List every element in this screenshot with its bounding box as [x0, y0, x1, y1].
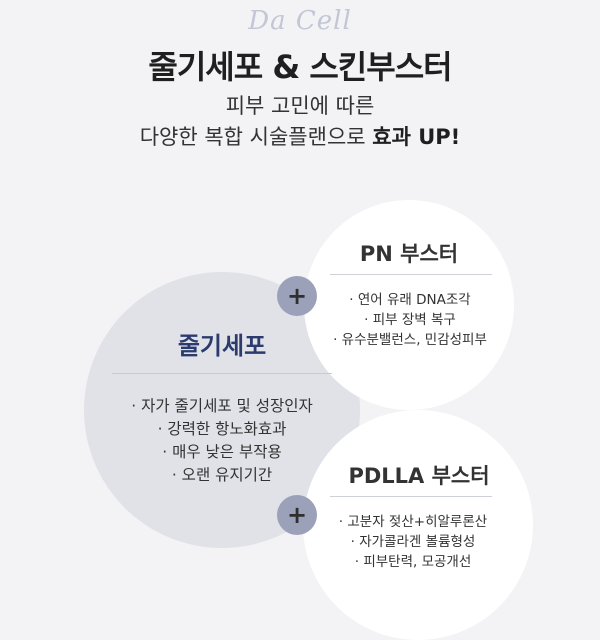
- stem-cell-divider: [112, 373, 332, 374]
- pdlla-booster-feature-item: · 피부탄력, 모공개선: [354, 554, 472, 570]
- pn-booster-divider: [330, 274, 492, 275]
- pn-booster-title: PN 부스터: [359, 242, 459, 266]
- stem-cell-title: 줄기세포: [177, 332, 267, 360]
- stem-cell-feature-item: · 매우 낮은 부작용: [162, 443, 282, 461]
- subtitle-line-1: 피부 고민에 따른: [225, 94, 375, 118]
- pn-booster-feature-item: · 피부 장벽 복구: [364, 312, 456, 328]
- pn-booster-feature-item: · 연어 유래 DNA조각: [349, 292, 471, 308]
- stem-cell-feature-item: · 자가 줄기세포 및 성장인자: [131, 397, 313, 415]
- subtitle-line-2: 다양한 복합 시술플랜으로 효과 UP!: [0, 121, 600, 151]
- brand-logo-text: Da Cell: [248, 6, 352, 36]
- pn-booster-feature-list: · 연어 유래 DNA조각 · 피부 장벽 복구 · 유수분밸런스, 민감성피부: [316, 290, 504, 350]
- pdlla-booster-feature-list: · 고분자 젖산+히알루론산 · 자가콜라겐 볼륨형성 · 피부탄력, 모공개선: [316, 512, 510, 572]
- subtitle-emphasis: 효과 UP!: [372, 125, 461, 149]
- pn-booster-feature-item: · 유수분밸런스, 민감성피부: [333, 332, 487, 348]
- stem-cell-feature-item: · 강력한 항노화효과: [157, 420, 287, 438]
- pdlla-booster-divider: [330, 496, 492, 497]
- subtitle-line-2-prefix: 다양한 복합 시술플랜으로: [139, 125, 366, 149]
- plus-icon: +: [277, 276, 317, 316]
- pdlla-booster-feature-item: · 자가콜라겐 볼륨형성: [350, 534, 476, 550]
- pdlla-booster-feature-item: · 고분자 젖산+히알루론산: [338, 514, 488, 530]
- plus-icon: +: [277, 495, 317, 535]
- stem-cell-feature-item: · 오랜 유지기간: [171, 466, 273, 484]
- pn-booster-circle: [304, 200, 514, 410]
- stem-cell-feature-list: · 자가 줄기세포 및 성장인자 · 강력한 항노화효과 · 매우 낮은 부작용…: [84, 395, 360, 487]
- page-title: 줄기세포 & 스킨부스터: [148, 48, 452, 86]
- pdlla-booster-title: PDLLA 부스터: [348, 464, 490, 488]
